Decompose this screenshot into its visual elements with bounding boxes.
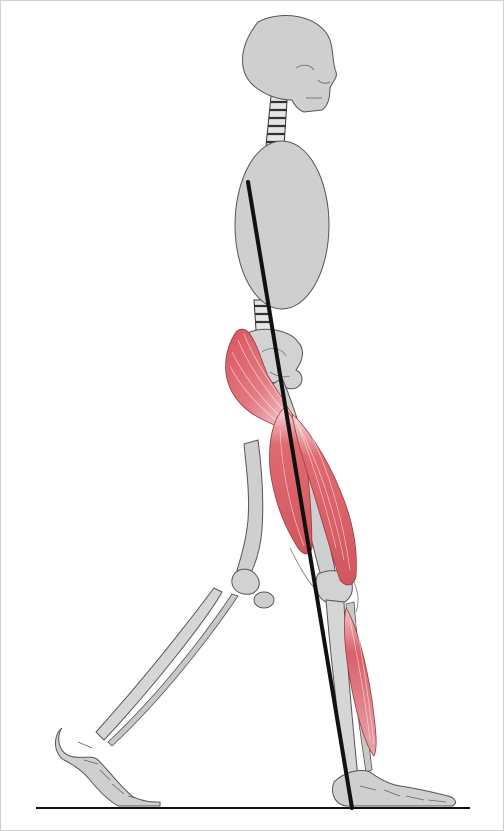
back-knee-bone — [232, 569, 259, 594]
back-leg — [55, 440, 274, 806]
back-fibula-bone — [108, 594, 238, 746]
torso-shape — [235, 141, 329, 309]
cervical-vertebrae — [266, 94, 288, 142]
back-femur-bone — [236, 440, 263, 578]
cranium-bone — [243, 16, 337, 112]
skull — [243, 16, 337, 112]
back-foot-bones — [55, 728, 160, 806]
back-patella-bone — [254, 592, 274, 608]
back-tibia-bone — [96, 588, 222, 740]
